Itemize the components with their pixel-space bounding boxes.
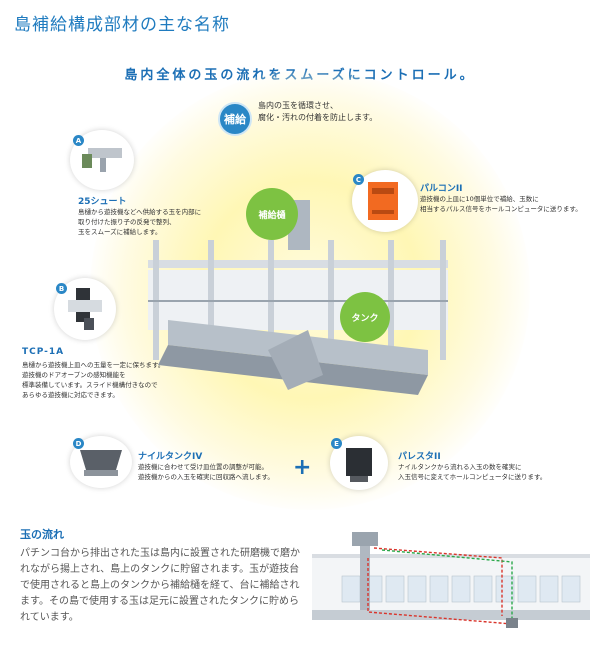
part-d-desc: 遊技機に合わせて受け皿位置の調整が可能。 遊技機からの入玉を確実に回収路へ流しま… <box>138 462 274 482</box>
part-c-desc-line: 遊技機の上皿に10個単位で補給、玉数に <box>420 195 539 203</box>
part-a-desc: 島樋から遊技機などへ供給する玉を内部に 取り付けた振り子の反発で整列、 玉をスム… <box>78 207 201 237</box>
palcon-icon <box>368 182 398 220</box>
part-d-name: ナイルタンクIV <box>138 452 203 462</box>
part-d-desc-line: 遊技機に合わせて受け皿位置の調整が可能。 <box>138 463 268 471</box>
part-b-desc-line: 標準装備しています。スライド機構付きなので <box>22 381 158 389</box>
part-e-desc: ナイルタンクから流れる入玉の数を確実に 入玉信号に変えてホールコンピュータに送り… <box>398 462 546 482</box>
part-e-desc-line: 入玉信号に変えてホールコンピュータに送ります。 <box>398 473 547 481</box>
part-b-desc-line: あらゆる遊技機に対応できます。 <box>22 391 119 399</box>
chute-icon <box>82 148 122 172</box>
part-c-desc-line: 相当するパルス信号をホールコンピュータに送ります。 <box>420 205 582 213</box>
part-b-thumb <box>54 278 116 340</box>
part-a-desc-line: 玉をスムーズに補給します。 <box>78 228 162 236</box>
part-e-name: パレスタII <box>398 452 441 462</box>
part-b-desc-line: 遊技機のドアオープンの感知機能を <box>22 371 126 379</box>
tank-icon <box>80 450 122 476</box>
part-c-desc: 遊技機の上皿に10個単位で補給、玉数に 相当するパルス信号をホールコンピュータに… <box>420 194 582 214</box>
part-e-desc-line: ナイルタンクから流れる入玉の数を確実に <box>398 463 522 471</box>
part-d-letter: D <box>73 438 84 449</box>
tank-bubble: タンク <box>340 292 390 342</box>
part-a-desc-line: 取り付けた振り子の反発で整列、 <box>78 218 176 226</box>
hokyu-badge: 補給 <box>218 102 252 136</box>
page-title: 島補給構成部材の主な名称 <box>14 15 230 35</box>
part-a-name: 25シュート <box>78 197 127 207</box>
part-a-desc-line: 島樋から遊技機などへ供給する玉を内部に <box>78 208 202 216</box>
hokyu-note-line1: 島内の玉を循環させ、 <box>258 101 338 110</box>
part-d-desc-line: 遊技機からの入玉を確実に回収路へ流します。 <box>138 473 274 481</box>
part-a-letter: A <box>73 135 84 146</box>
counter-icon <box>346 448 372 482</box>
ball-flow-diagram <box>312 532 590 628</box>
flow-heading: 玉の流れ <box>20 528 64 541</box>
part-b-letter: B <box>56 283 67 294</box>
tcp-icon <box>68 288 102 330</box>
part-c-name: パルコンII <box>420 184 463 194</box>
part-b-desc: 島樋から遊技機上皿への玉量を一定に保ちます。 遊技機のドアオープンの感知機能を … <box>22 360 164 400</box>
part-e-letter: E <box>331 438 342 449</box>
part-b-name: TCP-1A <box>22 347 65 357</box>
part-b-desc-line: 島樋から遊技機上皿への玉量を一定に保ちます。 <box>22 361 165 369</box>
part-c-letter: C <box>353 174 364 185</box>
supply-gutter-bubble: 補給樋 <box>246 188 298 240</box>
flow-text: パチンコ台から排出された玉は島内に設置された研磨機で磨かれながら揚上され、島上の… <box>20 548 300 623</box>
hokyu-note: 島内の玉を循環させ、 腐化・汚れの付着を防止します。 <box>258 100 377 124</box>
plus-sign: + <box>293 455 312 480</box>
hokyu-note-line2: 腐化・汚れの付着を防止します。 <box>258 113 378 122</box>
